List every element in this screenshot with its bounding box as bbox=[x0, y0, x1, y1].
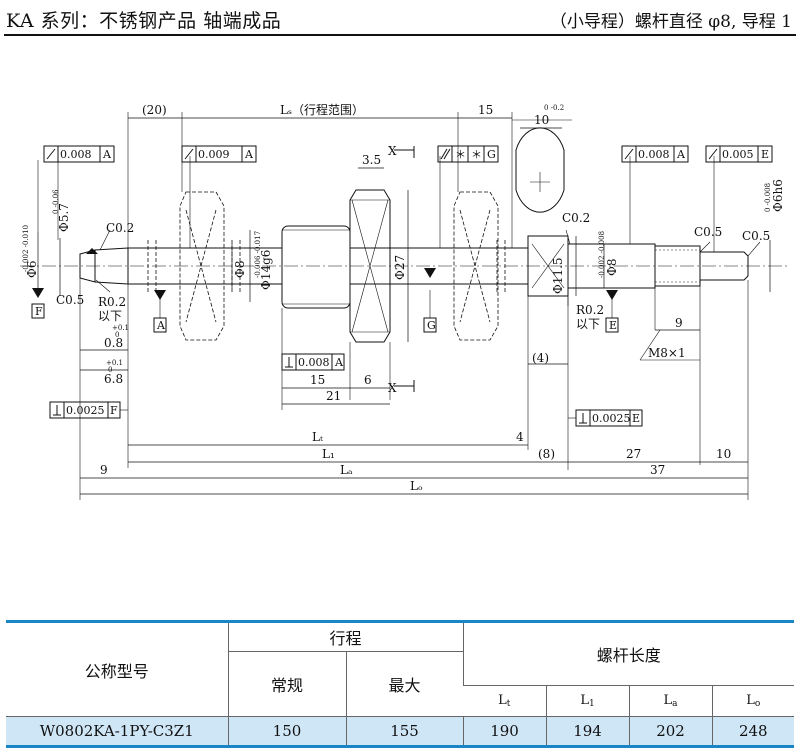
dim-lt: Lₜ bbox=[312, 430, 323, 444]
phi-14g6: Φ14g6 bbox=[259, 250, 273, 290]
stroke-normal-header: 常规 bbox=[228, 651, 347, 717]
dim-0-8-tol-lower: 0 bbox=[115, 331, 119, 339]
dim-4: 4 bbox=[516, 430, 524, 444]
dim-37: 37 bbox=[650, 463, 665, 477]
dim-6-8-tol-upper: +0.1 bbox=[106, 359, 123, 367]
thread-m8: M8×1 bbox=[648, 346, 686, 360]
dim-21: 21 bbox=[326, 389, 341, 403]
tol-phi6: -0.002 -0.010 bbox=[22, 225, 30, 272]
ball-screw-drawing: (20) Lₛ（行程范围） 15 10 3.5 X X 0.008 A 0.00… bbox=[20, 102, 790, 500]
radius-left-note: 以下 bbox=[98, 309, 122, 323]
gtol-right-datum: A bbox=[676, 148, 686, 161]
lo-header: Lo bbox=[711, 685, 795, 717]
datum-e: E bbox=[609, 319, 617, 332]
gtol-right-value: 0.008 bbox=[638, 148, 670, 161]
section-x-bottom: X bbox=[388, 381, 397, 395]
tol-phi57: 0 -0.06 bbox=[52, 189, 60, 214]
gtol-far-datum: E bbox=[761, 148, 769, 161]
dim-lo: Lₒ bbox=[410, 479, 423, 493]
gtol-star-1: ＊ bbox=[455, 148, 466, 161]
gtol-star-2: ＊ bbox=[471, 148, 482, 161]
chamfer-c02-left: C0.2 bbox=[106, 221, 134, 235]
dim-4-paren: (4) bbox=[532, 351, 549, 365]
dim-8-paren: (8) bbox=[538, 447, 555, 461]
dim-ls: Lₛ（行程范围） bbox=[280, 102, 364, 117]
chamfer-c05-right-1: C0.5 bbox=[694, 225, 722, 239]
tol-phi8: -0.002 -0.008 bbox=[598, 231, 606, 278]
chamfer-c05-left: C0.5 bbox=[56, 293, 84, 307]
radius-left: R0.2 bbox=[98, 295, 126, 309]
gtol-mid-value: 0.009 bbox=[198, 148, 230, 161]
phi-11-5: Φ11.5 bbox=[551, 257, 565, 294]
dim-0-8: 0.8 bbox=[104, 336, 123, 350]
radius-right: R0.2 bbox=[576, 303, 604, 317]
max-cell: 155 bbox=[345, 716, 464, 745]
dim-6: 6 bbox=[364, 373, 372, 387]
lo-cell: 248 bbox=[711, 716, 795, 745]
header-divider bbox=[4, 34, 796, 36]
chamfer-c05-right-2: C0.5 bbox=[742, 229, 770, 243]
gtol-star-datum: G bbox=[487, 148, 496, 161]
datum-a: A bbox=[156, 319, 166, 332]
l1-header: L1 bbox=[545, 685, 630, 717]
tol-phi14: -0.006 -0.017 bbox=[254, 231, 262, 278]
model-header: 公称型号 bbox=[6, 623, 229, 717]
spec-table: 公称型号 行程 螺杆长度 常规 最大 Lt L1 La Lo W0802KA-1… bbox=[6, 620, 795, 748]
phi-5-7: Φ5.7 bbox=[57, 203, 71, 232]
stroke-max-header: 最大 bbox=[345, 651, 464, 717]
series-title: KA 系列：不锈钢产品 轴端成品 bbox=[6, 10, 282, 32]
dim-15-top: 15 bbox=[478, 103, 493, 117]
stroke-header: 行程 bbox=[227, 623, 464, 652]
dim-6-8: 6.8 bbox=[104, 372, 123, 386]
dim-6-8-tol-lower: 0 bbox=[108, 366, 112, 374]
dim-0-8-tol-upper: +0.1 bbox=[112, 324, 129, 332]
perp-f-value: 0.0025 bbox=[66, 404, 105, 417]
datum-f: F bbox=[35, 305, 43, 318]
dim-27: 27 bbox=[626, 447, 641, 461]
perp-e-datum: E bbox=[632, 412, 640, 425]
length-header: 螺杆长度 bbox=[462, 623, 795, 686]
gtol-mid-datum: A bbox=[244, 148, 254, 161]
dim-20: (20) bbox=[142, 103, 167, 117]
perp-datum: A bbox=[334, 356, 344, 369]
section-x-top: X bbox=[388, 144, 397, 158]
chamfer-c02-right: C0.2 bbox=[562, 211, 590, 225]
gtol-left-datum: A bbox=[102, 148, 112, 161]
perp-value: 0.008 bbox=[298, 356, 330, 369]
gtol-left-value: 0.008 bbox=[60, 148, 92, 161]
table-row: W0802KA-1PY-C3Z1 150 155 190 194 202 248 bbox=[6, 716, 795, 745]
spec-title: （小导程）螺杆直径 φ8, 导程 1 bbox=[549, 12, 792, 32]
dim-15-bottom: 15 bbox=[310, 373, 325, 387]
tol-phi6h6: 0 -0.008 bbox=[764, 183, 772, 212]
l1-cell: 194 bbox=[545, 716, 630, 745]
perp-e-value: 0.0025 bbox=[592, 412, 631, 425]
dim-9-right: 9 bbox=[675, 316, 683, 330]
lt-cell: 190 bbox=[462, 716, 547, 745]
lt-header: Lt bbox=[463, 685, 547, 717]
perp-f-datum: F bbox=[110, 404, 118, 417]
phi-8-right: Φ8 bbox=[605, 259, 619, 276]
normal-cell: 150 bbox=[227, 716, 347, 745]
la-header: La bbox=[628, 685, 713, 717]
tol-10: 0 -0.2 bbox=[544, 104, 564, 112]
phi-6h6: Φ6h6 bbox=[771, 179, 785, 212]
datum-g: G bbox=[427, 319, 436, 332]
dim-9-left: 9 bbox=[100, 463, 108, 477]
phi-8-left: Φ8 bbox=[233, 261, 247, 278]
model-cell: W0802KA-1PY-C3Z1 bbox=[6, 716, 229, 745]
dim-3-5: 3.5 bbox=[362, 153, 381, 167]
dim-10-bottom: 10 bbox=[716, 447, 731, 461]
page-header: KA 系列：不锈钢产品 轴端成品 （小导程）螺杆直径 φ8, 导程 1 bbox=[0, 0, 800, 40]
dim-la: Lₐ bbox=[340, 463, 353, 477]
la-cell: 202 bbox=[628, 716, 713, 745]
dim-l1: L₁ bbox=[322, 447, 335, 461]
phi-27: Φ27 bbox=[393, 255, 407, 280]
gtol-far-value: 0.005 bbox=[722, 148, 754, 161]
dim-10-top: 10 bbox=[534, 113, 549, 127]
radius-right-note: 以下 bbox=[576, 317, 600, 331]
phi-6: Φ6 bbox=[25, 261, 39, 278]
